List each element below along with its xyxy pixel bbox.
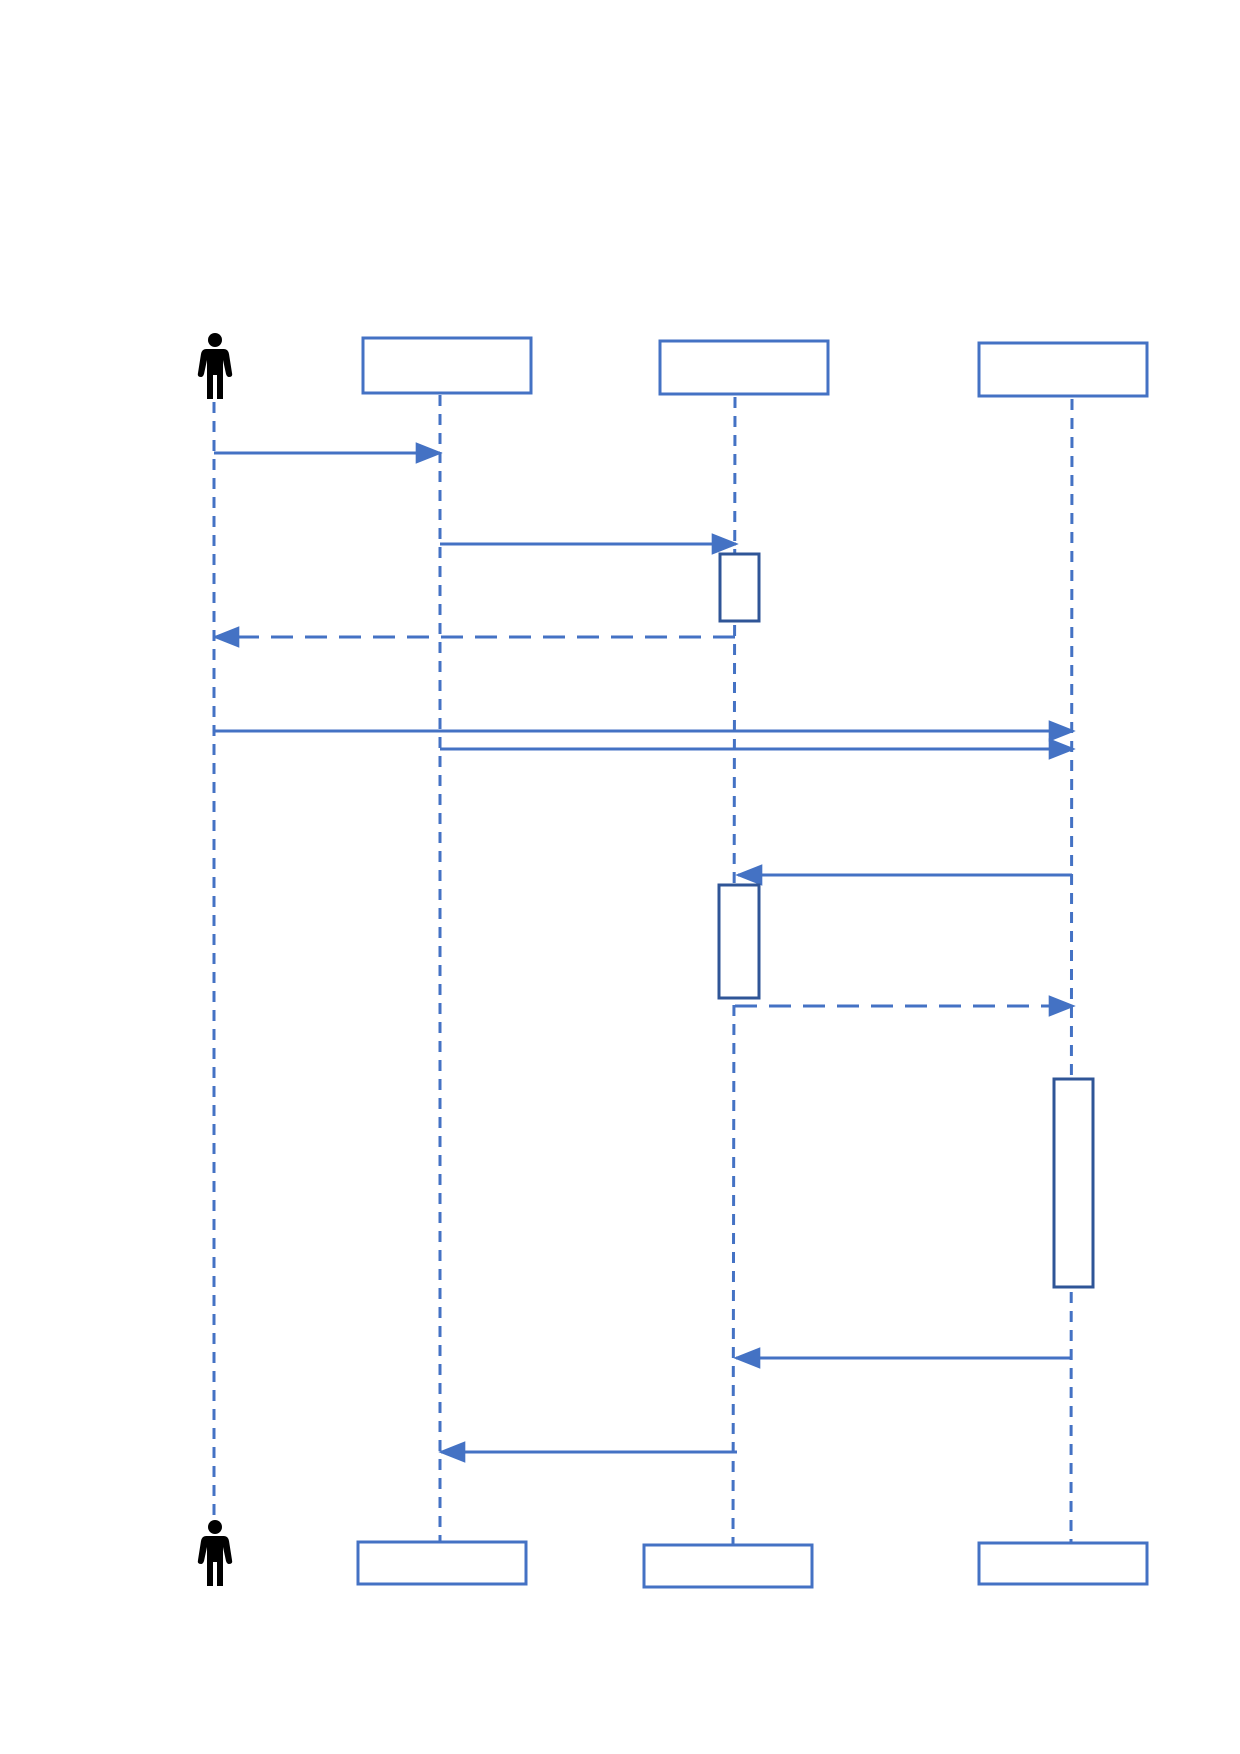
activation-bar: [717, 883, 761, 1000]
person-icon: [197, 333, 233, 399]
participant-p2-box-bottom: [642, 1543, 814, 1589]
activation-bar: [1052, 1077, 1095, 1289]
activation-bar: [718, 552, 761, 623]
participant-footers: [356, 1540, 1149, 1589]
participant-p1-box-bottom: [356, 1540, 528, 1586]
person-icon: [197, 1520, 233, 1586]
participant-p1-box-top: [361, 336, 533, 395]
lifelines: [212, 395, 1074, 1547]
lifeline-p3: [1069, 398, 1074, 1545]
activations: [717, 552, 1095, 1289]
participant-p3-box-bottom: [977, 1541, 1149, 1586]
participant-headers: [361, 336, 1149, 398]
messages: [212, 442, 1076, 1463]
participant-p2-box-top: [658, 339, 830, 396]
participant-p3-box-top: [977, 341, 1149, 398]
